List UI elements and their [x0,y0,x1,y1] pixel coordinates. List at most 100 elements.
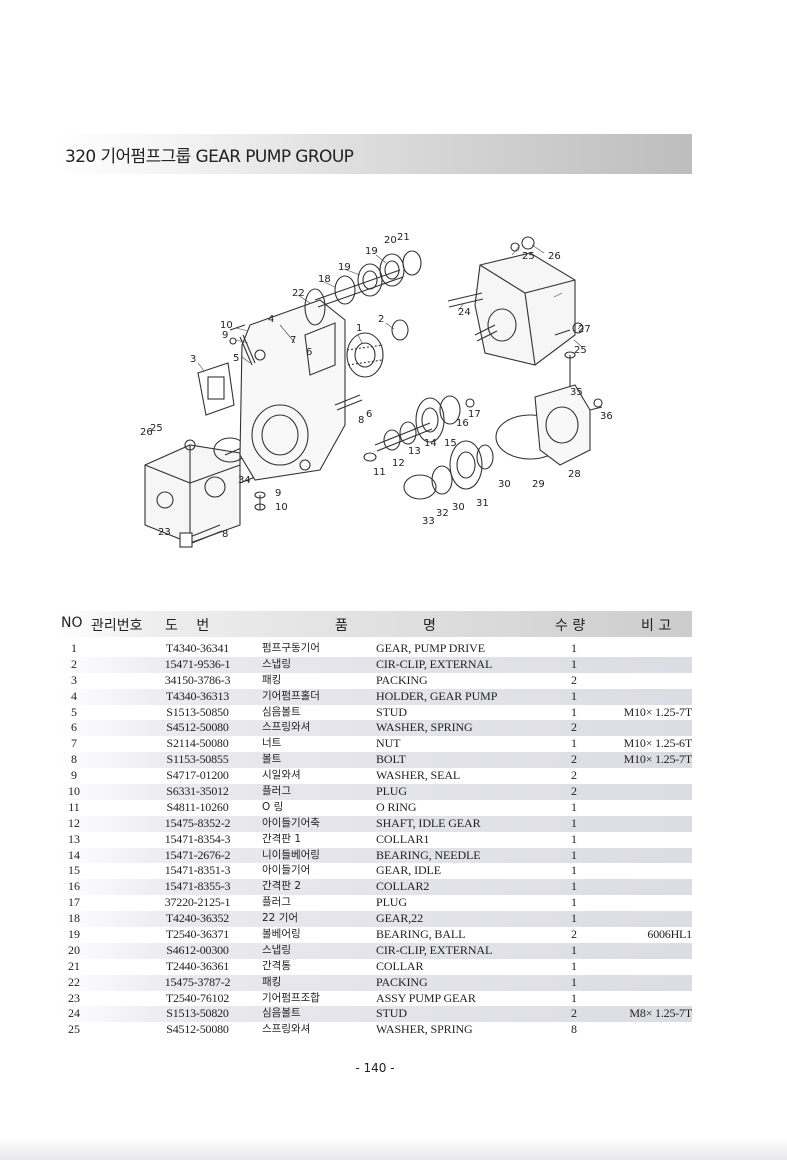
english-name: SHAFT, IDLE GEAR [376,815,481,830]
korean-name: 볼트 [262,753,282,766]
drawing-number: 15471-2676-2 [164,847,231,862]
korean-name: 스프링와셔 [262,1023,311,1036]
header-remark: 비 고 [641,618,672,634]
callout-26: 26 [140,427,153,438]
korean-name: 심음볼트 [262,1007,301,1020]
drawing-number: S4512-50080 [166,720,229,735]
english-name: PACKING [376,974,428,989]
korean-name: O 링 [262,800,284,813]
callout-9b: 9 [275,488,281,499]
row-no: 24 [68,1006,80,1021]
korean-name: 볼베어링 [262,928,301,941]
callout-25c: 25 [574,345,587,356]
header-name-right: 명 [423,618,436,634]
callout-8b: 8 [222,529,228,540]
callout-12: 12 [392,458,405,469]
callout-5: 5 [233,353,239,364]
korean-name: 패킹 [262,975,282,988]
english-name: CIR-CLIP, EXTERNAL [376,656,493,671]
callout-16: 16 [456,418,469,429]
drawing-number: S4717-01200 [166,768,229,783]
row-no: 14 [68,847,80,862]
english-name: HOLDER, GEAR PUMP [376,688,498,703]
callout-1: 1 [356,323,362,334]
english-name: COLLAR2 [376,879,430,894]
callout-7: 7 [290,335,296,346]
row-no: 17 [68,895,80,910]
drawing-number: 15475-8352-2 [164,815,231,830]
callout-29: 29 [532,479,545,490]
drawing-number: 37220-2125-1 [164,895,231,910]
korean-name: 스냅링 [262,943,291,956]
drawing-number: S1513-50820 [166,1006,229,1021]
exploded-parts-diagram: 1 2 3 4 5 6 6 7 8 8 9 9 10 10 11 12 13 1… [130,225,630,555]
english-name: NUT [376,736,401,751]
quantity: 1 [571,863,577,878]
english-name: GEAR, PUMP DRIVE [376,641,485,655]
row-no: 15 [68,863,80,878]
parts-table-header: NO 관리번호 도 번 품 명 수 량 비 고 [55,611,692,637]
korean-name: 플러그 [262,785,291,798]
section-title-bar: 320 기어펌프그룹 GEAR PUMP GROUP [55,134,692,174]
english-name: WASHER, SPRING [376,1022,473,1037]
row-no: 18 [68,911,80,926]
callout-36: 36 [600,411,613,422]
korean-name: 스프링와셔 [262,721,311,734]
drawing-number: S2114-50080 [166,736,229,751]
row-no: 9 [71,768,77,783]
row-no: 22 [68,974,80,989]
english-name: BEARING, NEEDLE [376,847,481,862]
english-name: GEAR, IDLE [376,863,441,878]
remark: 6006HL1 [647,927,692,942]
row-no: 3 [71,672,77,687]
drawing-number: 15471-8354-3 [164,831,231,846]
callout-25b: 25 [522,251,535,262]
drawing-number: S6331-35012 [166,784,229,799]
header-mgmt-no: 관리번호 [91,618,143,634]
quantity: 8 [571,1022,577,1037]
drawing-number: T4340-36313 [165,688,230,703]
quantity: 2 [571,720,577,735]
page-number: - 140 - [355,1061,395,1075]
callout-26b: 26 [548,251,561,262]
english-name: WASHER, SEAL [376,768,461,783]
quantity: 1 [571,847,577,862]
quantity: 1 [571,990,577,1005]
callout-25: 25 [150,423,163,434]
callout-2: 2 [378,314,384,325]
row-no: 8 [71,752,77,767]
korean-name: 너트 [262,737,282,750]
english-name: WASHER, SPRING [376,720,473,735]
callout-15: 15 [444,438,457,449]
row-no: 7 [71,736,77,751]
korean-name: 22 기어 [262,912,299,925]
korean-name: 기어펌프홀더 [262,689,320,702]
remark: M8× 1.25-7T [629,1006,692,1021]
quantity: 1 [571,879,577,894]
drawing-number: S4811-10260 [166,799,229,814]
callout-13: 13 [408,446,421,457]
quantity: 1 [571,641,577,655]
callout-9: 9 [222,330,228,341]
english-name: O RING [376,799,417,814]
quantity: 1 [571,831,577,846]
callout-4: 4 [268,314,274,325]
korean-name: 스냅링 [262,657,291,670]
korean-name: 심음볼트 [262,705,301,718]
drawing-number: 15471-9536-1 [164,656,231,671]
drawing-number: T4340-36341 [165,641,230,655]
callout-35: 35 [570,387,583,398]
row-no: 16 [68,879,80,894]
callout-34: 34 [238,475,251,486]
